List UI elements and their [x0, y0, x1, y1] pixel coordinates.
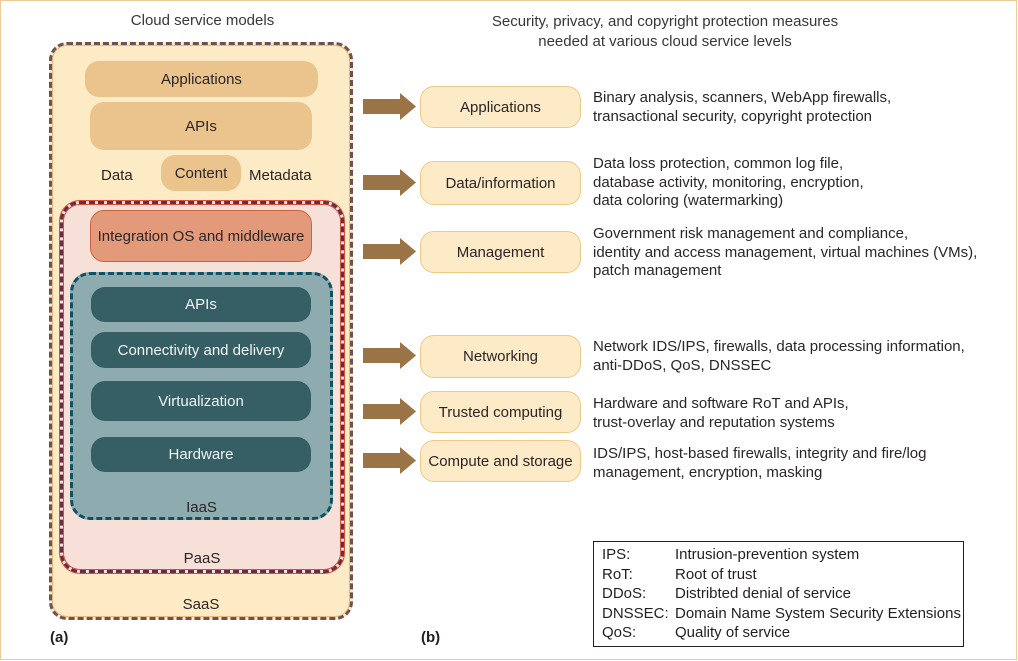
abbreviation-legend: IPS: Intrusion-prevention system RoT: Ro…: [593, 541, 964, 647]
metadata-label: Metadata: [249, 167, 312, 184]
arrow-right-icon: [363, 398, 416, 425]
iaas-hardware-box: Hardware: [91, 437, 311, 472]
description-line: Network IDS/IPS, firewalls, data process…: [593, 338, 965, 355]
panel-label-b: (b): [421, 629, 441, 646]
legend-row: RoT: Root of trust: [602, 565, 963, 585]
saas-apis-box: APIs: [90, 102, 312, 150]
description-line: database activity, monitoring, encryptio…: [593, 173, 864, 191]
description-line: IDS/IPS, host-based firewalls, integrity…: [593, 445, 927, 462]
right-title-line-1: Security, privacy, and copyright protect…: [491, 13, 839, 30]
paas-label: PaaS: [183, 550, 221, 567]
right-panel-title: Security, privacy, and copyright protect…: [430, 12, 900, 52]
level-box-applications: Applications: [420, 86, 581, 128]
legend-row: DNSSEC: Domain Name System Security Exte…: [602, 604, 963, 624]
legend-abbr: DDoS:: [602, 585, 647, 602]
level-box-trusted-computing: Trusted computing: [420, 391, 581, 433]
legend-abbr: QoS:: [602, 624, 637, 641]
legend-abbr: IPS:: [602, 546, 631, 563]
description-line: anti-DDoS, QoS, DNSSEC: [593, 356, 772, 374]
left-panel-title: Cloud service models: [130, 12, 275, 29]
legend-row: DDoS: Distribted denial of service: [602, 584, 963, 604]
measure-description-management: Government risk management and complianc…: [593, 225, 1013, 281]
arrow-right-icon: [363, 238, 416, 265]
saas-label: SaaS: [182, 596, 220, 613]
iaas-apis-box: APIs: [91, 287, 311, 322]
iaas-connectivity-box: Connectivity and delivery: [91, 332, 311, 368]
level-box-networking: Networking: [420, 335, 581, 378]
legend-meaning: Distribted denial of service: [675, 585, 851, 602]
level-box-data-information: Data/information: [420, 161, 581, 205]
legend-abbr: RoT:: [602, 565, 633, 583]
description-line: identity and access management, virtual …: [593, 243, 978, 261]
description-line: Data loss protection, common log file,: [593, 155, 844, 172]
measure-description-compute-and-storage: IDS/IPS, host-based firewalls, integrity…: [593, 445, 1013, 482]
legend-meaning: Intrusion-prevention system: [675, 546, 860, 563]
description-line: Binary analysis, scanners, WebApp firewa…: [593, 89, 892, 106]
legend-meaning: Root of trust: [675, 565, 757, 583]
level-box-compute-and-storage: Compute and storage: [420, 440, 581, 482]
legend-row: QoS: Quality of service: [602, 623, 963, 643]
arrow-right-icon: [363, 169, 416, 196]
legend-meaning: Domain Name System Security Extensions: [675, 604, 961, 622]
description-line: patch management: [593, 262, 722, 279]
description-line: management, encryption, masking: [593, 463, 823, 481]
description-line: Government risk management and complianc…: [593, 225, 909, 242]
saas-applications-box: Applications: [85, 61, 318, 97]
legend-meaning: Quality of service: [675, 624, 791, 641]
panel-label-a: (a): [50, 629, 69, 646]
description-line: trust-overlay and reputation systems: [593, 413, 835, 431]
arrow-right-icon: [363, 93, 416, 120]
content-box: Content: [161, 155, 241, 191]
arrow-right-icon: [363, 342, 416, 369]
iaas-label: IaaS: [186, 499, 217, 516]
arrow-right-icon: [363, 447, 416, 474]
measure-description-trusted-computing: Hardware and software RoT and APIs, trus…: [593, 395, 1013, 432]
description-line: data coloring (watermarking): [593, 192, 784, 209]
legend-row: IPS: Intrusion-prevention system: [602, 545, 963, 565]
legend-abbr: DNSSEC:: [602, 604, 669, 622]
paas-integration-box: Integration OS and middleware: [90, 210, 312, 262]
right-title-line-2: needed at various cloud service levels: [538, 33, 792, 50]
measure-description-networking: Network IDS/IPS, firewalls, data process…: [593, 338, 1013, 375]
iaas-virtualization-box: Virtualization: [91, 381, 311, 421]
level-box-management: Management: [420, 231, 581, 273]
measure-description-applications: Binary analysis, scanners, WebApp firewa…: [593, 89, 1013, 126]
description-line: Hardware and software RoT and APIs,: [593, 395, 849, 412]
data-label: Data: [101, 167, 133, 184]
measure-description-data-information: Data loss protection, common log file, d…: [593, 155, 1013, 211]
description-line: transactional security, copyright protec…: [593, 107, 873, 125]
